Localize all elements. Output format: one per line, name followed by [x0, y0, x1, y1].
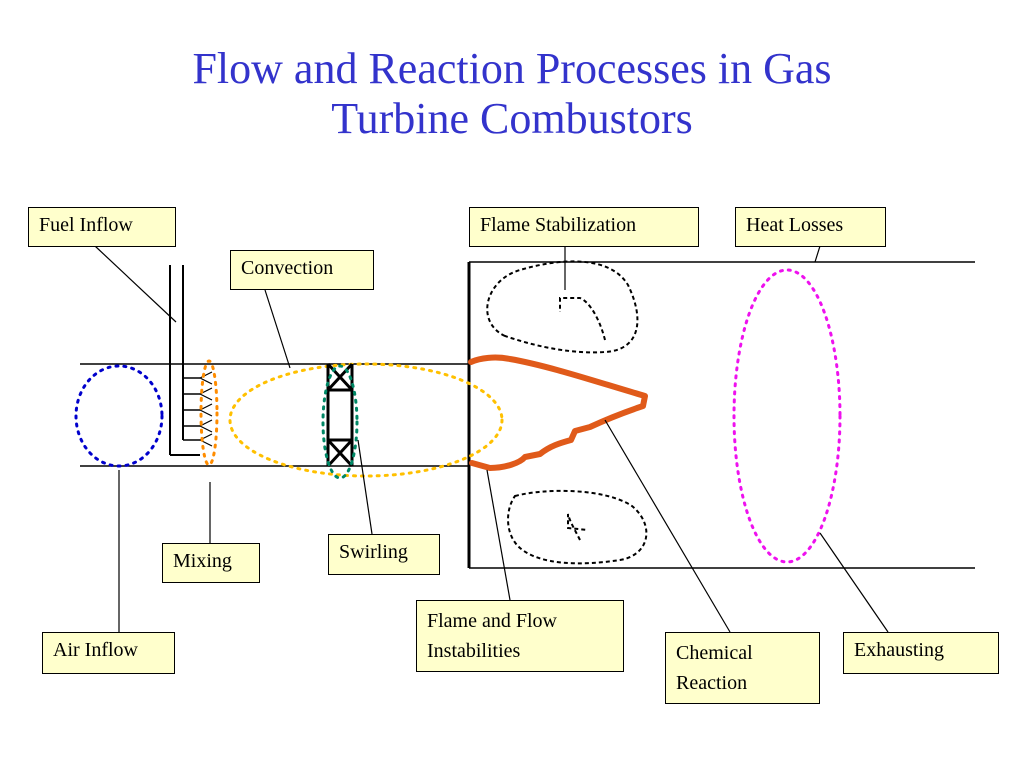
swirler-vanes [326, 362, 354, 468]
convection-ring [228, 362, 504, 478]
air-inflow-ring [74, 364, 164, 468]
slide-title: Flow and Reaction Processes in Gas Turbi… [0, 44, 1024, 144]
fuel-injector [169, 265, 213, 456]
label-heat-losses: Heat Losses [735, 207, 886, 247]
leader-heat-losses [814, 245, 821, 263]
swirl-ring [321, 364, 359, 480]
recirculation-zone-upper [486, 260, 639, 354]
leader-lines [94, 245, 889, 633]
label-flame-stabilization: Flame Stabilization [469, 207, 699, 247]
leader-convection [264, 289, 291, 369]
title-line-2: Turbine Combustors [331, 94, 693, 143]
label-convection: Convection [230, 250, 374, 290]
leader-chemical-reaction [604, 419, 731, 633]
exhaust-ring [732, 268, 842, 564]
mixing-ring [199, 359, 219, 467]
title-line-1: Flow and Reaction Processes in Gas [192, 44, 832, 93]
recirculation-zone-lower [507, 489, 648, 565]
leader-fuel-inflow [94, 245, 177, 323]
leader-exhausting [819, 532, 889, 633]
label-air-inflow: Air Inflow [42, 632, 175, 674]
leader-swirling [357, 439, 373, 535]
label-fuel-inflow: Fuel Inflow [28, 207, 176, 247]
flame-front [468, 354, 648, 471]
leader-flame-flow [486, 469, 511, 601]
label-swirling: Swirling [328, 534, 440, 575]
label-flame-flow-instabilities: Flame and Flow Instabilities [416, 600, 624, 672]
label-exhausting: Exhausting [843, 632, 999, 674]
label-chemical-reaction: Chemical Reaction [665, 632, 820, 704]
label-mixing: Mixing [162, 543, 260, 583]
